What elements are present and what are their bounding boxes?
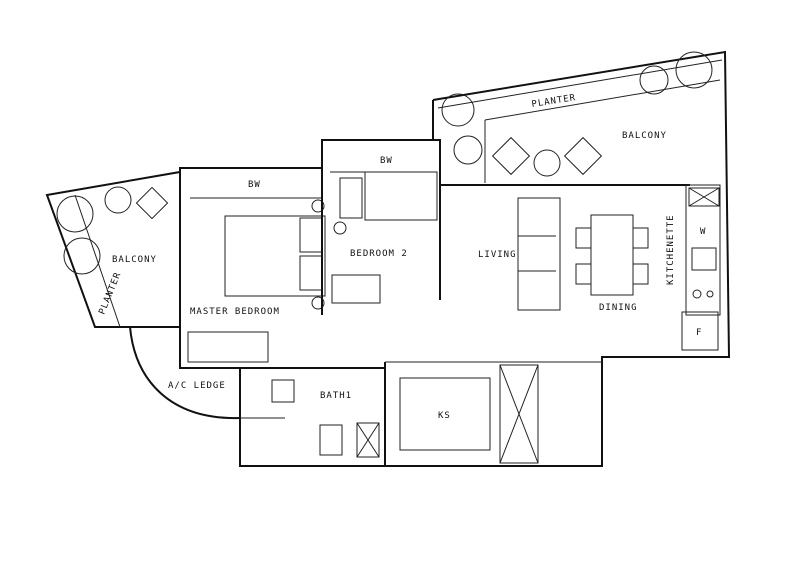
toilet-icon (319, 424, 343, 456)
bath-ks: BATH1 KS (240, 361, 602, 466)
tree-icon (441, 93, 475, 127)
room-label: W (700, 227, 706, 237)
room-label: BEDROOM 2 (350, 249, 408, 259)
room-label: DINING (599, 303, 638, 313)
armchair-icon (491, 136, 531, 176)
room-label: KS (438, 411, 451, 421)
room-label: BALCONY (622, 131, 667, 141)
table-icon (533, 149, 561, 177)
table-icon (104, 186, 132, 214)
master-bedroom: BW MASTER BEDROOM (187, 180, 326, 363)
kitchenette: W F KITCHENETTE (666, 184, 721, 351)
tree-icon (675, 51, 713, 89)
tree-icon (453, 135, 483, 165)
lamp-icon (333, 221, 347, 235)
room-label: PLANTER (531, 93, 577, 110)
armchair-icon (563, 136, 603, 176)
balcony-left: BALCONY PLANTER (45, 170, 181, 328)
room-label: BW (380, 156, 393, 166)
room-label: BW (248, 180, 261, 190)
room-label: LIVING (478, 250, 517, 260)
room-label: A/C LEDGE (168, 381, 226, 391)
sink-icon (691, 247, 717, 271)
balcony-right: PLANTER BALCONY (437, 51, 723, 183)
stove-icon (692, 289, 702, 299)
shaft (499, 364, 539, 464)
room-label: F (696, 328, 702, 338)
stove-icon (706, 290, 714, 298)
basin-icon (271, 379, 295, 403)
room-label: BALCONY (112, 255, 157, 265)
fridge (681, 311, 719, 351)
lamp-icon (311, 296, 325, 310)
tree-icon (56, 195, 94, 233)
wardrobe (187, 331, 269, 363)
tree-icon (639, 65, 669, 95)
bed-icon (224, 215, 326, 297)
dining-table-icon (590, 214, 634, 296)
bed-icon (364, 171, 438, 221)
sofa-icon (517, 197, 561, 311)
armchair-icon (135, 186, 169, 220)
wardrobe (331, 274, 381, 304)
room-label: BATH1 (320, 391, 352, 401)
room-label: PLANTER (98, 271, 124, 316)
living-dining: LIVING DINING (478, 197, 649, 313)
ac-ledge-edge (129, 326, 241, 420)
outer-walls (179, 50, 731, 467)
room-label: MASTER BEDROOM (190, 307, 280, 317)
tree-icon (63, 237, 101, 275)
bedroom-2: BW BEDROOM 2 (321, 156, 438, 315)
room-label: KITCHENETTE (666, 214, 676, 285)
lamp-icon (311, 199, 325, 213)
